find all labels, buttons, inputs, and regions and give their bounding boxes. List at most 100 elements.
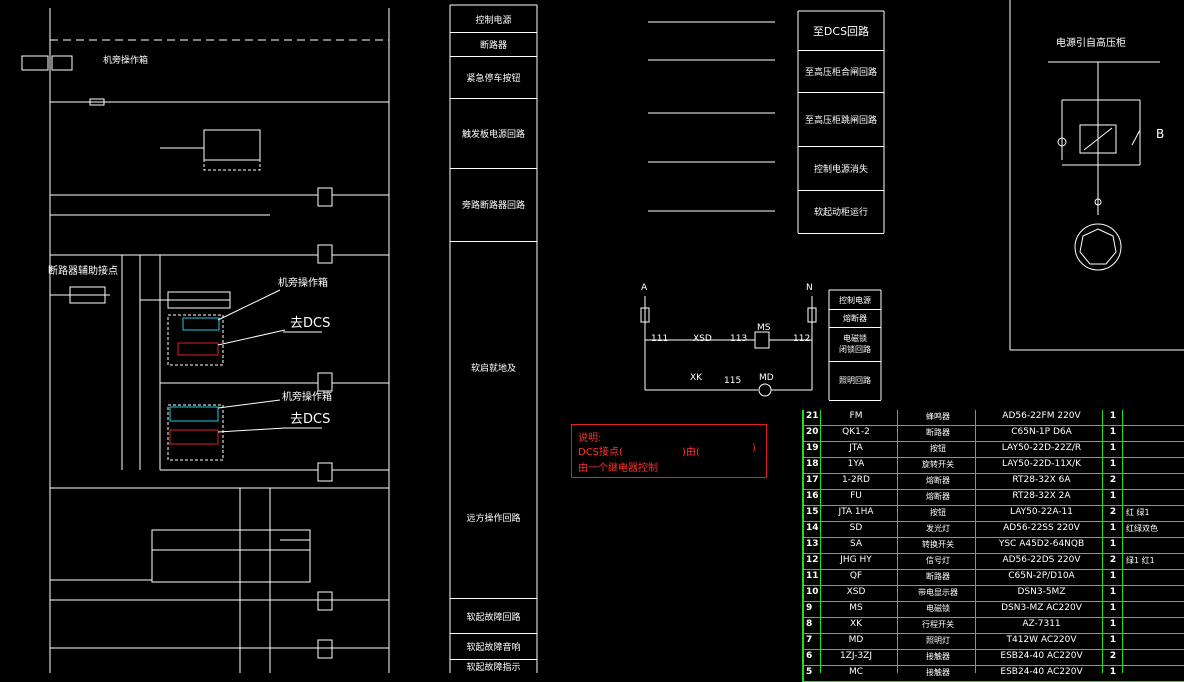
md-label: MD [759, 373, 774, 383]
bom-model-cell: AZ-7311 [1022, 619, 1061, 629]
bom-note-cell: 绿1 红1 [1126, 556, 1155, 565]
bom-name-cell: 熔断器 [926, 492, 950, 501]
function-cell: 软起故障音响 [450, 633, 537, 660]
circuit-func-cell: 控制电源 [829, 291, 881, 310]
bom-code-cell: MS [849, 603, 863, 613]
bom-model-cell: T412W AC220V [1006, 635, 1077, 645]
bom-name-cell: 熔断器 [926, 476, 950, 485]
function-cell: 断路器 [450, 32, 537, 57]
bom-model-cell: LAY50-22D-22Z/R [1001, 443, 1082, 453]
function-cell: 远方操作回路 [450, 499, 537, 599]
bom-model-cell: YSC A45D2-64NQB [998, 539, 1085, 549]
circuit-func-cell: 电磁锁 闭锁回路 [829, 327, 881, 362]
circuit-func-cell: 熔断器 [829, 309, 881, 328]
dcs-cell: 控制电源消失 [798, 146, 884, 191]
bom-code-cell: JHG HY [840, 555, 872, 565]
bom-name-cell: 发光灯 [926, 524, 950, 533]
function-cell: 控制电源 [450, 6, 537, 33]
bom-qty-cell: 2 [1109, 507, 1117, 517]
note-line: DCS接点( [578, 447, 623, 458]
bom-no-cell: 10 [806, 587, 819, 597]
wire-label: 111 [651, 334, 669, 344]
note-line: ) [752, 443, 756, 454]
note-line: 说明: [578, 433, 602, 444]
bom-name-cell: 电磁锁 [926, 604, 950, 613]
dcs-cell: 至高压柜合闸回路 [798, 50, 884, 93]
bom-code-cell: XK [849, 619, 863, 629]
dcs-cell: 至DCS回路 [798, 12, 884, 51]
circuit-func-cell: 照明回路 [829, 361, 881, 401]
function-cell: 软启就地及 [470, 364, 516, 374]
bom-code-cell: QK1-2 [842, 427, 870, 437]
bom-code-cell: MC [848, 667, 864, 677]
bom-no-cell: 11 [806, 571, 819, 581]
xk-label: XK [690, 373, 703, 383]
function-cell: 旁路断路器回路 [450, 168, 537, 242]
bom-code-cell: SD [849, 523, 863, 533]
bom-no-cell: 20 [806, 427, 819, 437]
bom-code-cell: FU [850, 491, 862, 501]
bom-model-cell: RT28-32X 6A [1012, 475, 1071, 485]
bom-name-cell: 断路器 [926, 572, 950, 581]
bom-no-cell: 15 [806, 507, 819, 517]
bom-qty-cell: 2 [1109, 555, 1117, 565]
bom-no-cell: 19 [806, 443, 819, 453]
bom-no-cell: 16 [806, 491, 819, 501]
bom-model-cell: LAY50-22A-11 [1010, 507, 1073, 517]
local-box-label-3: 机旁操作箱 [282, 392, 332, 403]
bom-no-cell: 14 [806, 523, 819, 533]
bom-model-cell: DSN3-MZ AC220V [1001, 603, 1082, 613]
note-box: 说明: DCS接点( )由( ) 由一个继电器控制 [571, 424, 767, 478]
bom-qty-cell: 1 [1109, 603, 1117, 613]
bom-name-cell: 信号灯 [926, 556, 950, 565]
bom-qty-cell: 1 [1109, 571, 1117, 581]
dcs-cell: 至高压柜跳闸回路 [798, 92, 884, 147]
bom-note-cell: 红绿双色 [1126, 524, 1158, 533]
wire-label: 112 [793, 334, 811, 344]
bom-qty-cell: 1 [1109, 523, 1117, 533]
note-line: )由( [682, 447, 700, 458]
bom-code-cell: 1ZJ-3ZJ [839, 651, 873, 661]
bom-model-cell: AD56-22FM 220V [1002, 411, 1081, 421]
bom-name-cell: 行程开关 [922, 620, 954, 629]
bom-name-cell: 照明灯 [926, 636, 950, 645]
bom-code-cell: SA [849, 539, 863, 549]
bom-code-cell: 1-2RD [842, 475, 870, 485]
bom-qty-cell: 1 [1109, 587, 1117, 597]
bom-code-cell: MD [848, 635, 864, 645]
function-cell: 软起故障回路 [450, 599, 537, 634]
bom-qty-cell: 1 [1109, 491, 1117, 501]
phase-a-label: A [641, 283, 648, 293]
bom-qty-cell: 1 [1109, 459, 1117, 469]
local-box-label-2: 机旁操作箱 [278, 278, 328, 289]
to-dcs-label-2: 去DCS [290, 412, 331, 427]
bom-qty-cell: 1 [1109, 411, 1117, 421]
bom-code-cell: 1YA [847, 459, 865, 469]
wire-label: 115 [724, 376, 742, 386]
bom-name-cell: 接触器 [926, 652, 950, 661]
to-dcs-label-1: 去DCS [290, 316, 331, 331]
wire-label: 113 [730, 334, 748, 344]
bom-model-cell: ESB24-40 AC220V [1000, 651, 1083, 661]
bom-model-cell: C65N-1P D6A [1011, 427, 1072, 437]
bom-model-cell: AD56-22DS 220V [1002, 555, 1081, 565]
breaker-aux-label: 断路器辅助接点 [48, 266, 118, 277]
bom-qty-cell: 1 [1109, 539, 1117, 549]
bom-name-cell: 带电显示器 [918, 588, 958, 597]
bom-model-cell: AD56-22SS 220V [1003, 523, 1080, 533]
bom-no-cell: 21 [806, 411, 819, 421]
ms-label: MS [757, 323, 771, 333]
bom-qty-cell: 1 [1109, 443, 1117, 453]
bom-name-cell: 按钮 [930, 444, 946, 453]
